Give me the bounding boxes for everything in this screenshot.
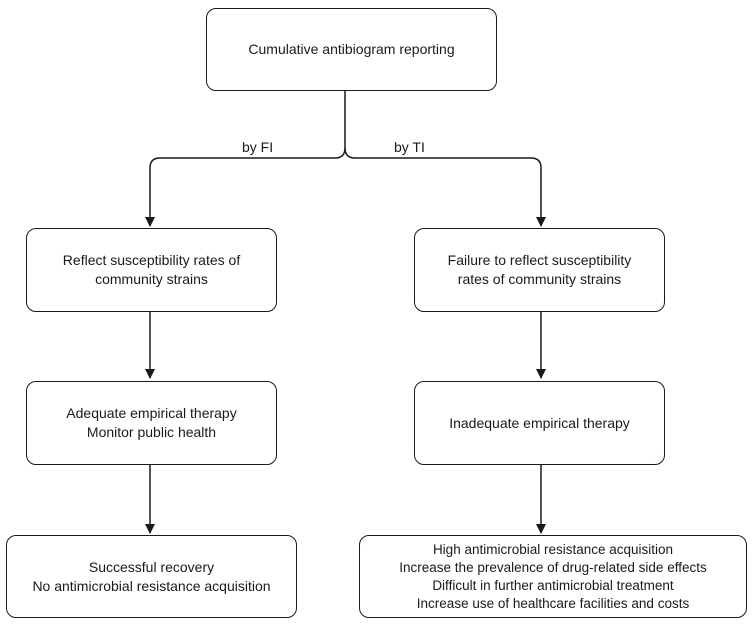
node-text: Successful recovery bbox=[88, 558, 215, 575]
node-text: Increase the prevalence of drug-related … bbox=[399, 559, 707, 575]
edge-root-to-left bbox=[145, 91, 346, 227]
node-text: No antimicrobial resistance acquisition bbox=[32, 577, 271, 594]
node-adequate-therapy: Adequate empirical therapy Monitor publi… bbox=[26, 381, 277, 465]
node-high-resistance: High antimicrobial resistance acquisitio… bbox=[359, 535, 747, 618]
node-text: Increase use of healthcare facilities an… bbox=[416, 595, 690, 611]
node-text: rates of community strains bbox=[457, 271, 622, 287]
node-cumulative-antibiogram: Cumulative antibiogram reporting bbox=[206, 8, 497, 91]
node-reflect-susceptibility: Reflect susceptibility rates of communit… bbox=[26, 228, 277, 312]
node-text: Reflect susceptibility rates of bbox=[62, 252, 241, 268]
node-text: Failure to reflect susceptibility bbox=[447, 252, 632, 268]
node-text: High antimicrobial resistance acquisitio… bbox=[432, 541, 674, 557]
node-text: community strains bbox=[95, 271, 208, 287]
node-text: Inadequate empirical therapy bbox=[449, 414, 630, 431]
node-inadequate-therapy: Inadequate empirical therapy bbox=[414, 381, 665, 465]
edge-label-by-ti: by TI bbox=[394, 139, 425, 155]
edge-label-by-fi: by FI bbox=[242, 139, 274, 155]
node-successful-recovery: Successful recovery No antimicrobial res… bbox=[6, 535, 297, 618]
node-text: Difficult in further antimicrobial treat… bbox=[432, 577, 674, 593]
node-text: Monitor public health bbox=[86, 424, 217, 440]
node-failure-to-reflect: Failure to reflect susceptibility rates … bbox=[414, 228, 665, 312]
edge-root-to-right bbox=[344, 147, 546, 227]
node-text: Cumulative antibiogram reporting bbox=[248, 41, 455, 57]
node-text: Adequate empirical therapy bbox=[66, 405, 237, 421]
